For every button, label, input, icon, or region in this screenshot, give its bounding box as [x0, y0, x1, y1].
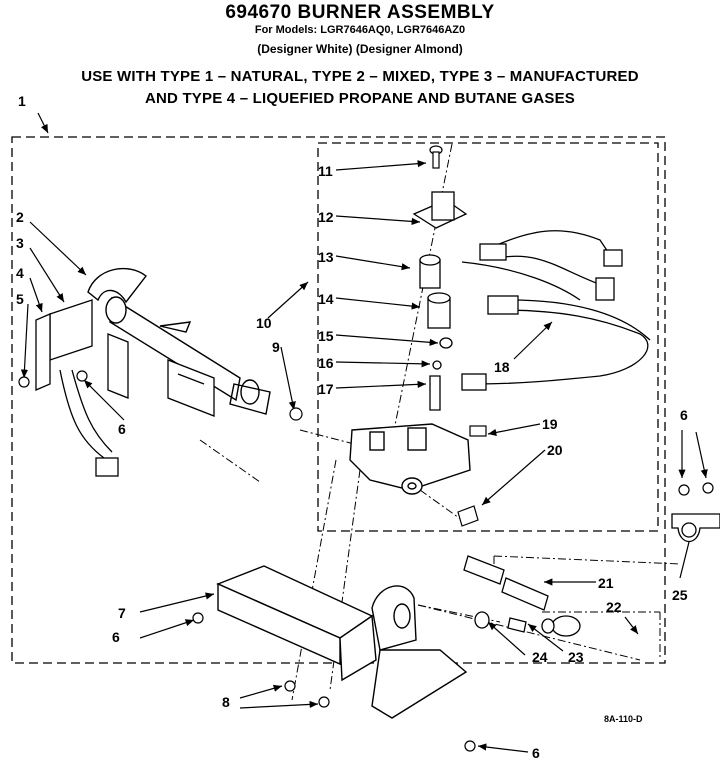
callout-9: 9 [272, 339, 280, 355]
callout-22: 22 [606, 599, 622, 615]
burner-tube [87, 267, 271, 415]
callout-1: 1 [18, 93, 26, 109]
callout-20: 20 [547, 442, 563, 458]
callout-6-bottom: 6 [532, 745, 540, 761]
callout-6-clamp: 6 [680, 407, 688, 423]
diagram-title: 694670 BURNER ASSEMBLY [225, 2, 495, 23]
callout-8: 8 [222, 694, 230, 710]
screws [18, 370, 714, 752]
mounting-bracket [216, 565, 468, 719]
wire-clamp [671, 513, 720, 543]
colors-line: (Designer White) (Designer Almond) [257, 42, 463, 56]
callout-12: 12 [318, 209, 334, 225]
callout-7: 7 [118, 605, 126, 621]
callout-4: 4 [16, 265, 24, 281]
callout-6-bracket: 6 [112, 629, 120, 645]
gas-usage-line-2: AND TYPE 4 – LIQUEFIED PROPANE AND BUTAN… [144, 90, 575, 107]
valve-coil-stack [412, 191, 468, 411]
valve-outline [317, 142, 659, 532]
callout-25: 25 [672, 587, 688, 603]
screw-11 [429, 145, 443, 169]
callout-16: 16 [318, 355, 334, 371]
wire-harness [461, 230, 651, 391]
callout-2: 2 [16, 209, 24, 225]
callout-14: 14 [318, 291, 334, 307]
valve-small-parts [457, 425, 487, 527]
callout-13: 13 [318, 249, 334, 265]
callout-17: 17 [318, 381, 334, 397]
assembly-outline [11, 136, 666, 664]
models-line: For Models: LGR7646AQ0, LGR7646AZ0 [254, 24, 466, 36]
callout-11: 11 [318, 163, 333, 179]
callout-18: 18 [494, 359, 510, 375]
gas-valve-body [349, 423, 471, 495]
callout-21: 21 [598, 575, 614, 591]
callout-24: 24 [532, 649, 548, 665]
ignitor-assembly [35, 299, 129, 477]
callout-19: 19 [542, 416, 558, 432]
callout-5: 5 [16, 291, 24, 307]
orifice-parts [463, 555, 581, 637]
callout-15: 15 [318, 328, 334, 344]
burner-shield [167, 359, 215, 417]
drawing-code: 8A-110-D [604, 714, 643, 724]
callout-10: 10 [256, 315, 272, 331]
gas-usage-line-1: USE WITH TYPE 1 – NATURAL, TYPE 2 – MIXE… [81, 68, 639, 85]
callout-23: 23 [568, 649, 584, 665]
callout-6-left: 6 [118, 421, 126, 437]
callout-3: 3 [16, 235, 24, 251]
